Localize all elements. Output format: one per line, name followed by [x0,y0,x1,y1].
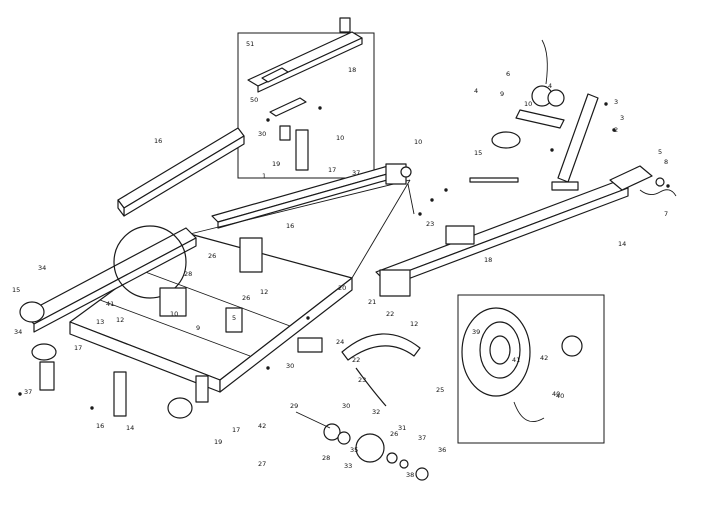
callout-number: 40 [556,392,564,400]
callout-number: 21 [368,298,376,306]
callout-number: 17 [232,426,240,434]
callout-number: 41 [106,300,114,308]
callout-number: 10 [414,138,422,146]
bunk-bar-top [247,17,363,93]
callout-number: 6 [506,70,510,78]
callout-number: 26 [208,252,216,260]
frame-brackets [159,225,475,353]
callout-number: 7 [664,210,668,218]
callout-number: 50 [250,96,258,104]
callout-number: 8 [664,158,668,166]
hardware [18,102,670,410]
callout-number: 16 [286,222,294,230]
springs-hangers [31,343,209,419]
callout-number: 35 [350,446,358,454]
callout-number: 3 [620,114,624,122]
coupler-bracket [385,163,415,215]
callout-number: 10 [524,100,532,108]
callout-number: 17 [74,344,82,352]
callout-number: 9 [500,90,504,98]
callout-number: 23 [426,220,434,228]
callout-number: 4 [474,87,478,95]
wheel-and-tire [461,307,583,422]
callout-number: 28 [322,454,330,462]
callout-number: 40 [552,390,560,398]
callout-number: 42 [540,354,548,362]
callout-number: 23 [358,376,366,384]
callout-number: 5 [658,148,662,156]
callout-number: 51 [246,40,254,48]
callout-number: 37 [24,388,32,396]
callout-number: 27 [258,460,266,468]
callout-number: 3 [614,98,618,106]
callout-number: 37 [352,169,360,177]
hub-bearings [295,411,429,481]
callout-number: 34 [38,264,46,272]
callout-number: 14 [618,240,626,248]
callout-number: 18 [348,66,356,74]
callout-number: 19 [214,438,222,446]
callout-number: 18 [484,256,492,264]
callout-number: 26 [390,430,398,438]
bunk-board-center [211,165,395,229]
bunk-board-left [117,127,245,217]
bracket-set-inset [261,67,322,171]
callout-number: 10 [336,134,344,142]
callout-number: 4 [548,82,552,90]
callout-number: 37 [418,434,426,442]
winch-post [551,93,599,191]
callout-number: 30 [286,362,294,370]
callout-number: 38 [406,471,414,479]
callout-number: 42 [258,422,266,430]
callout-number: 15 [12,286,20,294]
callout-number: 33 [344,462,352,470]
callout-number: 1 [262,172,266,180]
winch [515,39,565,129]
callout-number: 13 [96,318,104,326]
callout-number: 25 [436,386,444,394]
callout-number: 19 [272,160,280,168]
callout-number: 34 [14,328,22,336]
callout-number: 36 [438,446,446,454]
callout-number: 26 [242,294,250,302]
bow-roller [469,131,521,183]
callout-number: 39 [472,328,480,336]
callout-number: 14 [126,424,134,432]
inset-panel-wheel [457,294,605,444]
callout-number: 22 [352,356,360,364]
coupler-assembly [609,165,677,197]
callout-number: 32 [372,408,380,416]
callout-number: 30 [258,130,266,138]
trailer-tongue [375,179,629,297]
callout-number: 24 [336,338,344,346]
callout-number: 31 [398,424,406,432]
callout-number: 12 [116,316,124,324]
callout-number: 5 [232,314,236,322]
callout-number: 20 [338,284,346,292]
callout-number: 9 [196,324,200,332]
callout-number: 29 [290,402,298,410]
callout-number: 10 [170,310,178,318]
fender [341,333,421,407]
callout-number: 30 [342,402,350,410]
callout-number: 16 [96,422,104,430]
callout-number: 2 [614,126,618,134]
axle [19,225,197,333]
callout-number: 41 [512,356,520,364]
inset-panel-bunk-brackets [237,32,375,179]
callout-number: 16 [154,137,162,145]
callout-number: 15 [474,149,482,157]
callout-number: 28 [184,270,192,278]
callout-number: 22 [386,310,394,318]
callout-number: 12 [260,288,268,296]
callout-number: 17 [328,166,336,174]
callout-number: 12 [410,320,418,328]
